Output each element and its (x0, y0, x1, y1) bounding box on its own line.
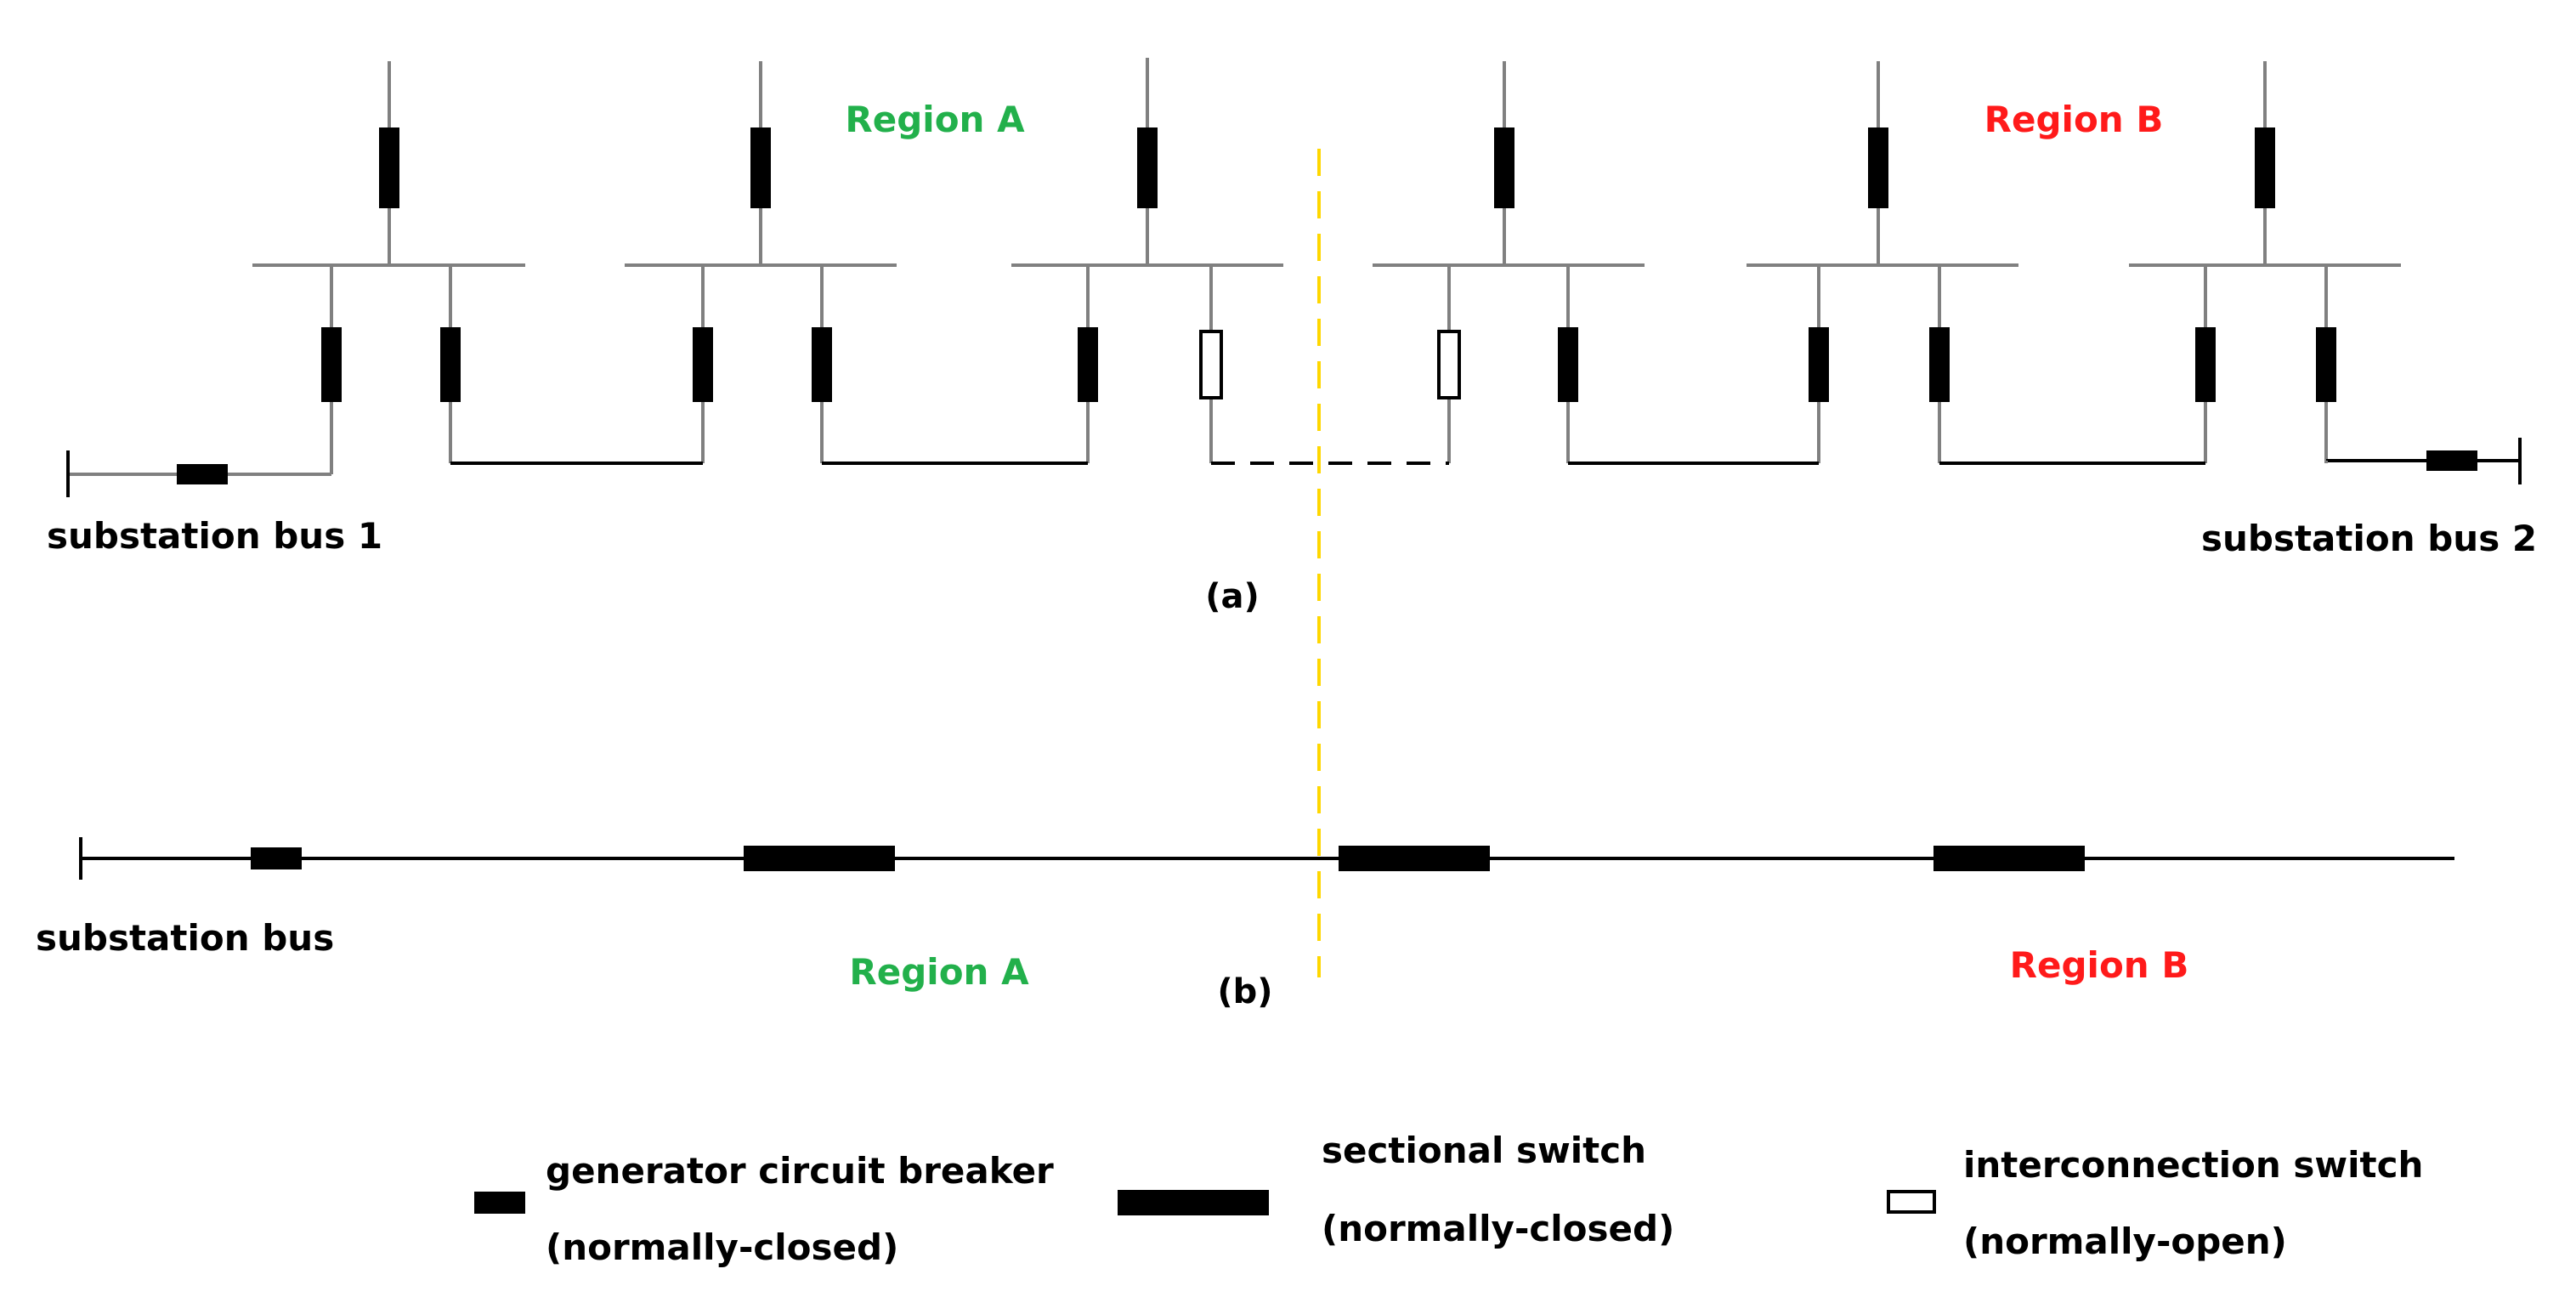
generator-breaker (2316, 327, 2336, 402)
sectional-switch (744, 846, 895, 871)
sectional-switch-symbol (1118, 1190, 1269, 1215)
sectional-switch (1933, 846, 2085, 871)
branch-drops (330, 265, 2328, 463)
legend-generator-breaker-line1: generator circuit breaker (546, 1150, 1054, 1192)
ring-unit-2 (625, 61, 897, 267)
legend-interconnection-switch-line2: (normally-open) (1963, 1221, 2287, 1262)
generator-breaker (379, 127, 399, 208)
branch-breakers (321, 327, 2336, 402)
legend-sectional-switch: sectional switch (normally-closed) (1118, 1130, 1674, 1249)
ring-unit-4 (1373, 61, 1645, 267)
generator-breaker (2195, 327, 2216, 402)
generator-breaker (440, 327, 461, 402)
region-b-label: Region B (2010, 944, 2189, 986)
substation-bus-label: substation bus (36, 917, 334, 959)
legend-generator-breaker: generator circuit breaker (normally-clos… (474, 1150, 1054, 1268)
generator-breaker (1137, 127, 1158, 208)
interconnection-switch-symbol (1887, 1190, 1936, 1214)
generator-breaker (1868, 127, 1888, 208)
region-b-label: Region B (1984, 99, 2164, 140)
caption-b: (b) (1217, 972, 1272, 1011)
generator-breaker (251, 847, 302, 869)
region-a-label: Region A (845, 99, 1025, 140)
bus1-breaker (177, 464, 228, 484)
generator-breaker (1809, 327, 1829, 402)
legend-generator-breaker-line2: (normally-closed) (546, 1226, 898, 1268)
ring-unit-6 (2129, 61, 2401, 267)
interconnection-switch (1437, 330, 1461, 399)
bus2-breaker (2426, 450, 2477, 471)
generator-breaker-symbol (474, 1192, 525, 1214)
generator-breaker (2255, 127, 2275, 208)
interconnection-switch (1199, 330, 1223, 399)
legend-interconnection-switch: interconnection switch (normally-open) (1887, 1144, 2423, 1262)
substation-bus-1-label: substation bus 1 (47, 515, 382, 557)
caption-a: (a) (1205, 577, 1260, 616)
diagram-b: substation bus Region A Region B (b) (36, 837, 2454, 1011)
diagram-a: Region A Region B substation bus 1 subst… (47, 58, 2537, 616)
generator-breaker (1558, 327, 1578, 402)
region-a-label: Region A (849, 951, 1029, 993)
generator-breaker (1929, 327, 1950, 402)
legend-sectional-switch-line1: sectional switch (1322, 1130, 1646, 1171)
sectional-switch (1339, 846, 1490, 871)
ring-unit-5 (1747, 61, 2018, 267)
generator-breaker (750, 127, 771, 208)
generator-breaker (812, 327, 832, 402)
generator-breaker (1494, 127, 1514, 208)
generator-breaker (321, 327, 342, 402)
legend-interconnection-switch-line1: interconnection switch (1963, 1144, 2423, 1186)
legend: generator circuit breaker (normally-clos… (474, 1130, 2423, 1268)
ring-unit-3 (1011, 58, 1283, 267)
substation-bus-2-label: substation bus 2 (2201, 518, 2537, 559)
ring-unit-1 (252, 61, 525, 267)
generator-breaker (693, 327, 713, 402)
generator-breaker (1078, 327, 1098, 402)
legend-sectional-switch-line2: (normally-closed) (1322, 1208, 1674, 1249)
